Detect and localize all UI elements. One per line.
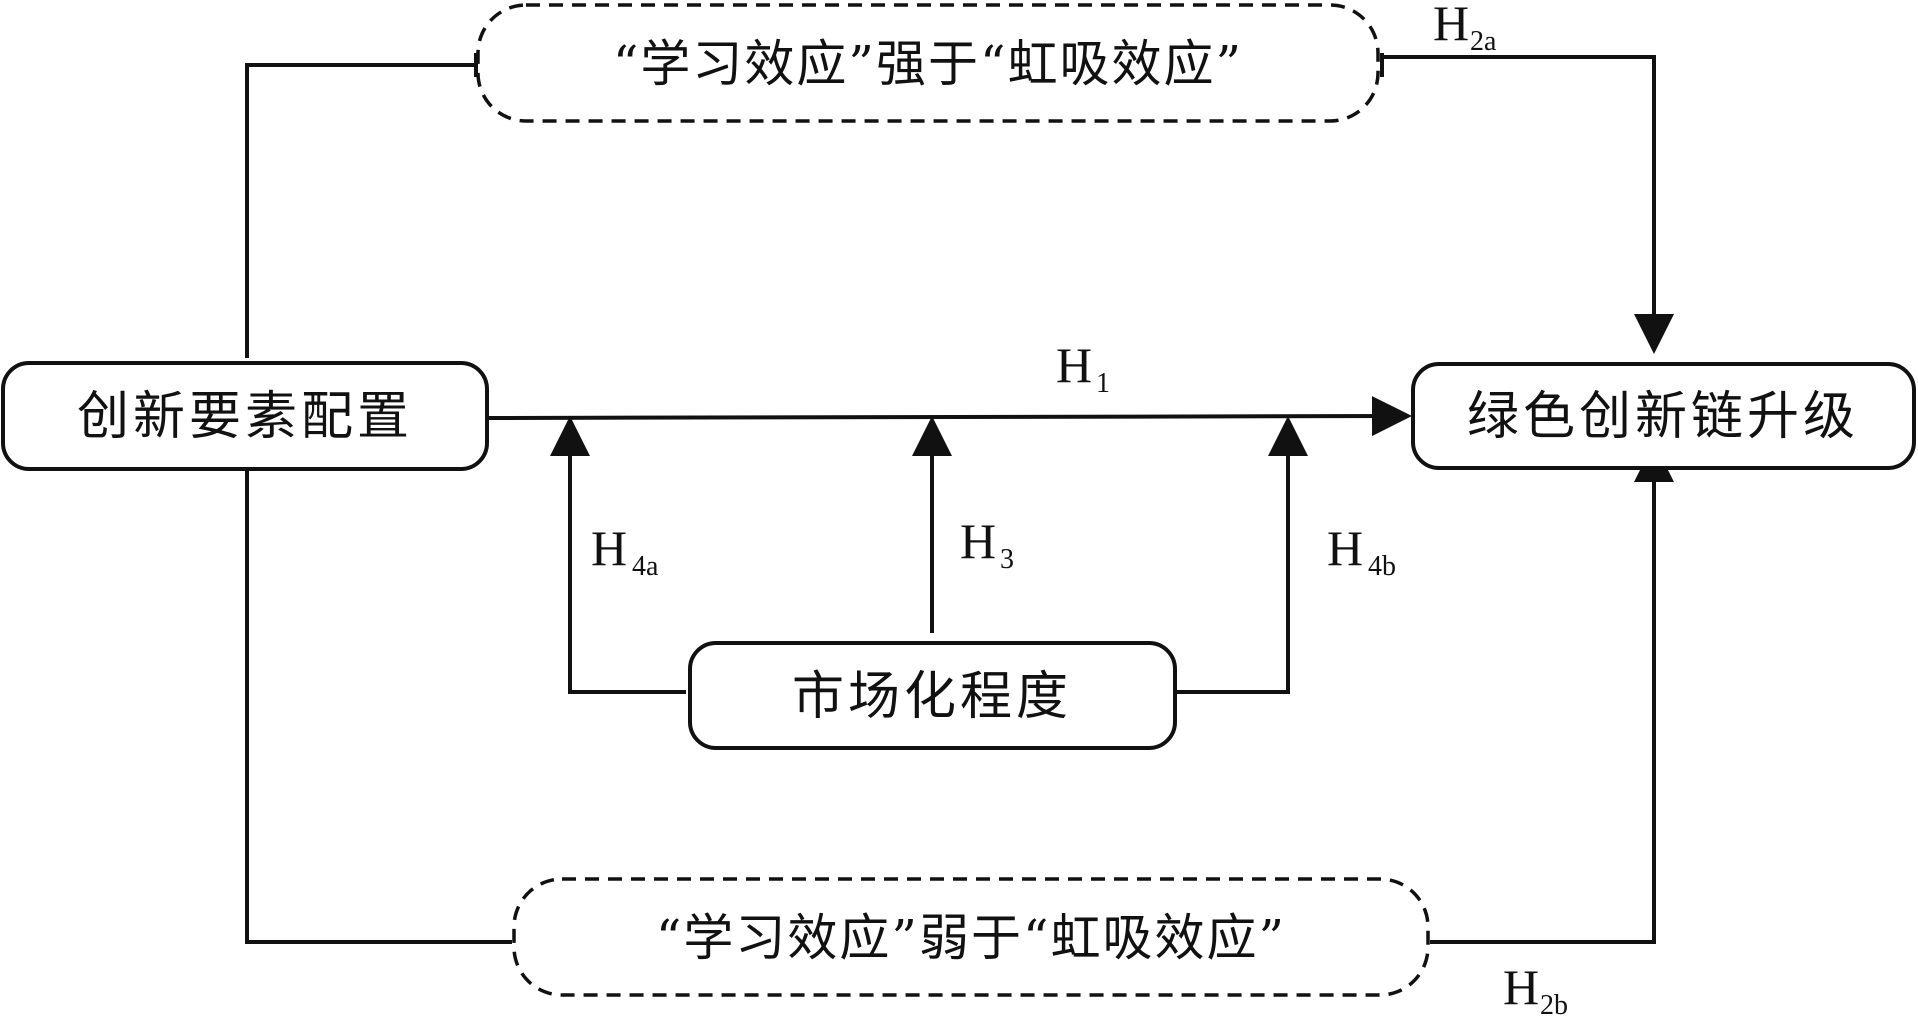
h4b-connector (1177, 416, 1308, 694)
svg-text:2b: 2b (1540, 990, 1568, 1021)
h2b-label: H 2b (1503, 959, 1568, 1021)
svg-text:2a: 2a (1470, 26, 1497, 57)
h2a-label: H 2a (1433, 0, 1497, 57)
lower-path-label: “学习效应”弱于“虹吸效应” (656, 909, 1286, 967)
moderator-label: 市场化程度 (792, 667, 1072, 727)
svg-text:1: 1 (1096, 368, 1110, 399)
h3-label: H 3 (960, 513, 1014, 575)
h4a-connector (550, 416, 686, 694)
svg-text:4a: 4a (632, 551, 659, 582)
svg-text:H: H (1433, 0, 1469, 51)
svg-text:H: H (591, 520, 627, 576)
lower-dashed-box (512, 877, 1430, 997)
svg-text:4b: 4b (1368, 551, 1396, 582)
target-label: 绿色创新链升级 (1467, 387, 1859, 447)
source-box (1, 361, 489, 471)
svg-text:H: H (960, 513, 996, 569)
upper-left-connector (245, 63, 476, 358)
h4b-label: H 4b (1327, 520, 1396, 582)
moderator-box (688, 641, 1177, 750)
svg-text:H: H (1327, 520, 1363, 576)
h1-label: H 1 (1056, 337, 1110, 399)
upper-right-connector (1382, 55, 1674, 354)
target-box (1411, 362, 1916, 470)
svg-text:H: H (1503, 959, 1539, 1015)
svg-text:H: H (1056, 337, 1092, 393)
upper-path-label: “学习效应”强于“虹吸效应” (613, 35, 1243, 93)
source-label: 创新要素配置 (77, 387, 413, 447)
h4a-label: H 4a (591, 520, 659, 582)
lower-right-connector (1430, 442, 1674, 944)
svg-text:3: 3 (1000, 544, 1014, 575)
upper-dashed-box (476, 3, 1380, 123)
h1-arrow (487, 396, 1412, 437)
lower-left-connector (245, 470, 512, 944)
